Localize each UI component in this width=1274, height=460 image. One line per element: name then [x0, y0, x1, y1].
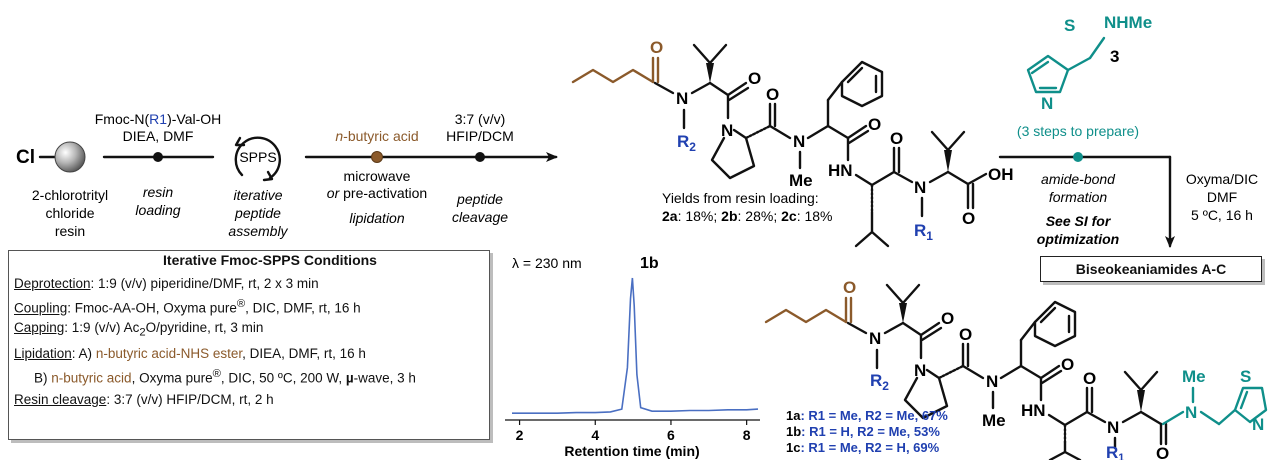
resin-bead-icon: [54, 141, 86, 173]
step1-reagent2: DIEA, DMF: [123, 128, 194, 144]
svg-text:O: O: [959, 325, 972, 344]
cond-coupling: Coupling: Fmoc-AA-OH, Oxyma pure®, DIC, …: [14, 298, 361, 316]
cond-resin-cleavage: Resin cleavage: 3:7 (v/v) HFIP/DCM, rt, …: [14, 392, 274, 407]
svg-text:O: O: [843, 278, 856, 297]
cond-deprotection: Deprotection: 1:9 (v/v) piperidine/DMF, …: [14, 276, 319, 291]
svg-text:R1: R1: [914, 221, 933, 243]
chart-x-tick-label: 2: [516, 427, 524, 443]
svg-text:R1: R1: [1106, 443, 1124, 460]
thiazole-s-atom: S: [1064, 16, 1075, 35]
svg-text:O: O: [766, 85, 779, 104]
step3-sub1: microwave: [344, 168, 411, 184]
thiazole-n-atom: N: [1041, 94, 1053, 113]
product-thiazole-n: N: [1252, 415, 1264, 434]
final-cond-3: 5 ºC, 16 h: [1191, 207, 1253, 223]
chart-title: 1b: [640, 255, 659, 272]
step4-reagent2: HFIP/DCM: [446, 128, 514, 144]
conditions-title: Iterative Fmoc-SPPS Conditions: [163, 252, 377, 268]
chart-x-tick-label: 4: [591, 427, 599, 443]
chart-x-tick-label: 6: [667, 427, 675, 443]
cond-lipidation-a: Lipidation: A) n-butyric acid-NHS ester,…: [14, 346, 366, 361]
svg-text:O: O: [1156, 444, 1169, 460]
svg-text:N: N: [986, 372, 998, 391]
svg-text:O: O: [890, 129, 903, 148]
step1-caption-1: resin: [143, 184, 174, 200]
svg-text:R2: R2: [677, 132, 696, 154]
product-legend: 1a: R1 = Me, R2 = Me, 67% 1b: R1 = H, R2…: [786, 408, 948, 455]
svg-text:O: O: [941, 309, 954, 328]
product-legend-1b: 1b: R1 = H, R2 = Me, 53%: [786, 424, 940, 439]
product-legend-1a: 1a: R1 = Me, R2 = Me, 67%: [786, 408, 948, 423]
spps-label: SPPS: [239, 149, 276, 165]
coupling-caption-2: formation: [1049, 189, 1108, 205]
svg-text:OH: OH: [988, 165, 1014, 184]
svg-text:O: O: [962, 209, 975, 228]
svg-text:N: N: [793, 132, 805, 151]
svg-text:O: O: [868, 115, 881, 134]
thiazole-amine-structure: [1026, 36, 1106, 94]
step3-caption: lipidation: [349, 210, 404, 226]
svg-text:N: N: [869, 329, 881, 348]
svg-text:N: N: [676, 89, 688, 108]
step1-caption-2: loading: [135, 202, 180, 218]
spps-caption-3: assembly: [228, 223, 288, 239]
svg-text:N: N: [721, 121, 733, 140]
lipopeptide-2-structure: O N R2 O N O N Me O HN O: [571, 38, 1014, 248]
svg-text:Me: Me: [1182, 367, 1206, 386]
svg-text:R2: R2: [870, 371, 889, 393]
thiazole-nhme: NHMe: [1104, 13, 1152, 32]
final-cond-2: DMF: [1207, 189, 1237, 205]
spps-caption-2: peptide: [234, 205, 281, 221]
step3-sub2: or pre-activation: [327, 185, 427, 201]
chart-x-label: Retention time (min): [564, 443, 699, 459]
yields-title: Yields from resin loading:: [662, 190, 819, 206]
svg-text:N: N: [914, 178, 926, 197]
step-node-lipidation: [371, 151, 383, 163]
svg-text:O: O: [1061, 355, 1074, 374]
svg-text:O: O: [748, 69, 761, 88]
step-node-1: [153, 152, 163, 162]
step3-reagent: n-butyric acid: [335, 128, 418, 144]
biseokeaniamide-structure: O N R2 O N O N Me O HN O: [764, 278, 1268, 460]
svg-text:N: N: [1107, 418, 1119, 437]
chart-annotation: λ = 230 nm: [512, 255, 582, 271]
spps-cycle-icon: [234, 136, 281, 182]
svg-text:O: O: [1083, 369, 1096, 388]
final-cond-1: Oxyma/DIC: [1186, 171, 1258, 187]
svg-text:O: O: [650, 38, 663, 57]
resin-chloride-label: Cl: [16, 147, 35, 168]
see-si-1: See SI for: [1046, 213, 1112, 229]
step1-reagent: Fmoc-N(R1)-Val-OH: [95, 111, 222, 127]
step-node-coupling: [1073, 152, 1083, 162]
svg-text:N: N: [1185, 403, 1197, 422]
product-box: Biseokeaniamides A-C: [1040, 256, 1262, 282]
resin-caption-2: chloride: [45, 205, 94, 221]
thiazole-note: (3 steps to prepare): [1017, 123, 1139, 139]
cond-capping: Capping: 1:9 (v/v) Ac2O/pyridine, rt, 3 …: [14, 320, 264, 339]
spps-caption-1: iterative: [233, 187, 282, 203]
step4-caption-1: peptide: [456, 191, 503, 207]
yields-line: 2a: 18%; 2b: 28%; 2c: 18%: [662, 208, 833, 224]
chart-x-tick-label: 8: [743, 427, 751, 443]
step-node-cleavage: [475, 152, 485, 162]
thiazole-compound-number: 3: [1110, 47, 1119, 66]
hplc-chromatogram: λ = 230 nm 1b 2 4 6 8 Retention time (min): [505, 255, 760, 459]
svg-text:HN: HN: [1021, 401, 1046, 420]
cond-lipidation-b: B) n-butyric acid, Oxyma pure®, DIC, 50 …: [34, 368, 416, 386]
resin-caption-1: 2-chlorotrityl: [32, 187, 108, 203]
step4-reagent1: 3:7 (v/v): [455, 111, 506, 127]
svg-text:Me: Me: [789, 171, 813, 190]
chart-series-line: [512, 277, 759, 414]
see-si-2: optimization: [1037, 231, 1119, 247]
svg-text:Me: Me: [982, 411, 1006, 430]
product-legend-1c: 1c: R1 = Me, R2 = H, 69%: [786, 440, 940, 455]
coupling-caption-1: amide-bond: [1041, 171, 1116, 187]
spps-conditions-box: [8, 250, 490, 440]
step4-caption-2: cleavage: [452, 209, 508, 225]
svg-text:N: N: [914, 361, 926, 380]
svg-text:HN: HN: [828, 161, 853, 180]
resin-caption-3: resin: [55, 223, 85, 239]
product-thiazole-s: S: [1240, 367, 1251, 386]
